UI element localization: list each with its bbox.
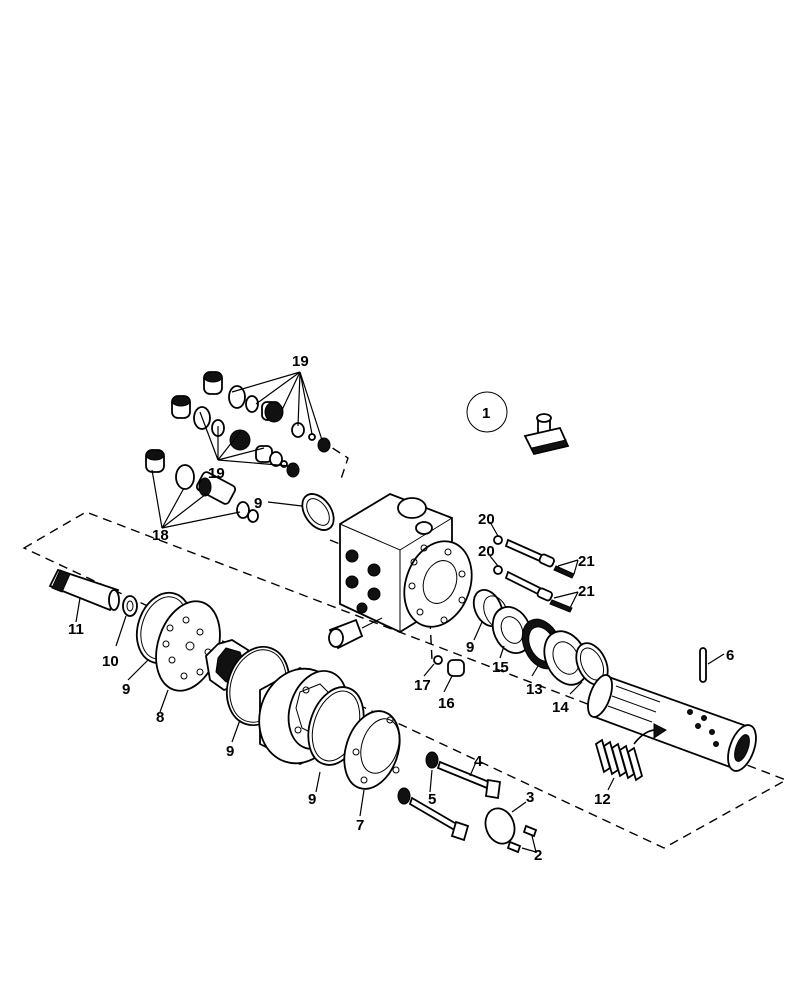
callout-19-mid: 19 xyxy=(208,465,225,482)
valve-parts-row-1 xyxy=(203,371,331,453)
drive-shaft xyxy=(587,674,757,772)
callout-labels: 1 2 3 4 5 6 7 8 9 9 9 9 9 10 11 12 13 14… xyxy=(68,353,734,864)
callout-8: 8 xyxy=(156,709,164,726)
callout-13: 13 xyxy=(526,681,543,698)
pin-6 xyxy=(699,647,725,683)
reference-circle-icon xyxy=(466,391,508,433)
port-plate-8 xyxy=(155,600,221,713)
seal-stack xyxy=(472,589,609,695)
callout-17: 17 xyxy=(414,677,431,694)
valve-parts-row-3 xyxy=(145,449,259,523)
callout-11: 11 xyxy=(68,621,84,638)
callout-20-bottom: 20 xyxy=(478,543,495,560)
callout-9-ring: 9 xyxy=(308,791,316,808)
callout-9-housing: 9 xyxy=(254,495,262,512)
o-ring-9-housing xyxy=(267,493,335,531)
callout-4: 4 xyxy=(474,753,483,770)
hand-tool-icon xyxy=(523,413,570,456)
callout-9-seal: 9 xyxy=(466,639,474,656)
bolts-4 xyxy=(397,751,502,842)
parts-16-17 xyxy=(423,655,465,693)
callout-12: 12 xyxy=(594,791,611,808)
callout-9-left: 9 xyxy=(122,681,130,698)
end-cap-7 xyxy=(343,710,401,817)
fitting xyxy=(328,617,383,650)
callout-21-top: 21 xyxy=(578,553,595,570)
valve-housing xyxy=(339,493,473,634)
callout-21-bottom: 21 xyxy=(578,583,595,600)
callout-19-top: 19 xyxy=(292,353,309,370)
callout-14: 14 xyxy=(552,699,569,716)
callout-3: 3 xyxy=(526,789,534,806)
washer-10 xyxy=(115,595,138,647)
callout-16: 16 xyxy=(438,695,455,712)
callout-18: 18 xyxy=(152,527,169,544)
parts-20-21 xyxy=(489,521,579,613)
callout-10: 10 xyxy=(102,653,119,670)
callout-1: 1 xyxy=(482,405,490,422)
leader-lines-19 xyxy=(151,371,323,529)
callout-15: 15 xyxy=(492,659,509,676)
callout-2: 2 xyxy=(534,847,542,864)
coupling-shaft xyxy=(48,568,120,623)
valve-parts-row-2 xyxy=(171,395,300,478)
callout-9-star: 9 xyxy=(226,743,234,760)
callout-7: 7 xyxy=(356,817,364,834)
callout-6: 6 xyxy=(726,647,734,664)
needle-bearing-set xyxy=(594,723,667,791)
callout-5: 5 xyxy=(428,791,436,808)
callout-20-top: 20 xyxy=(478,511,495,528)
cover-plate-3 xyxy=(484,801,538,854)
